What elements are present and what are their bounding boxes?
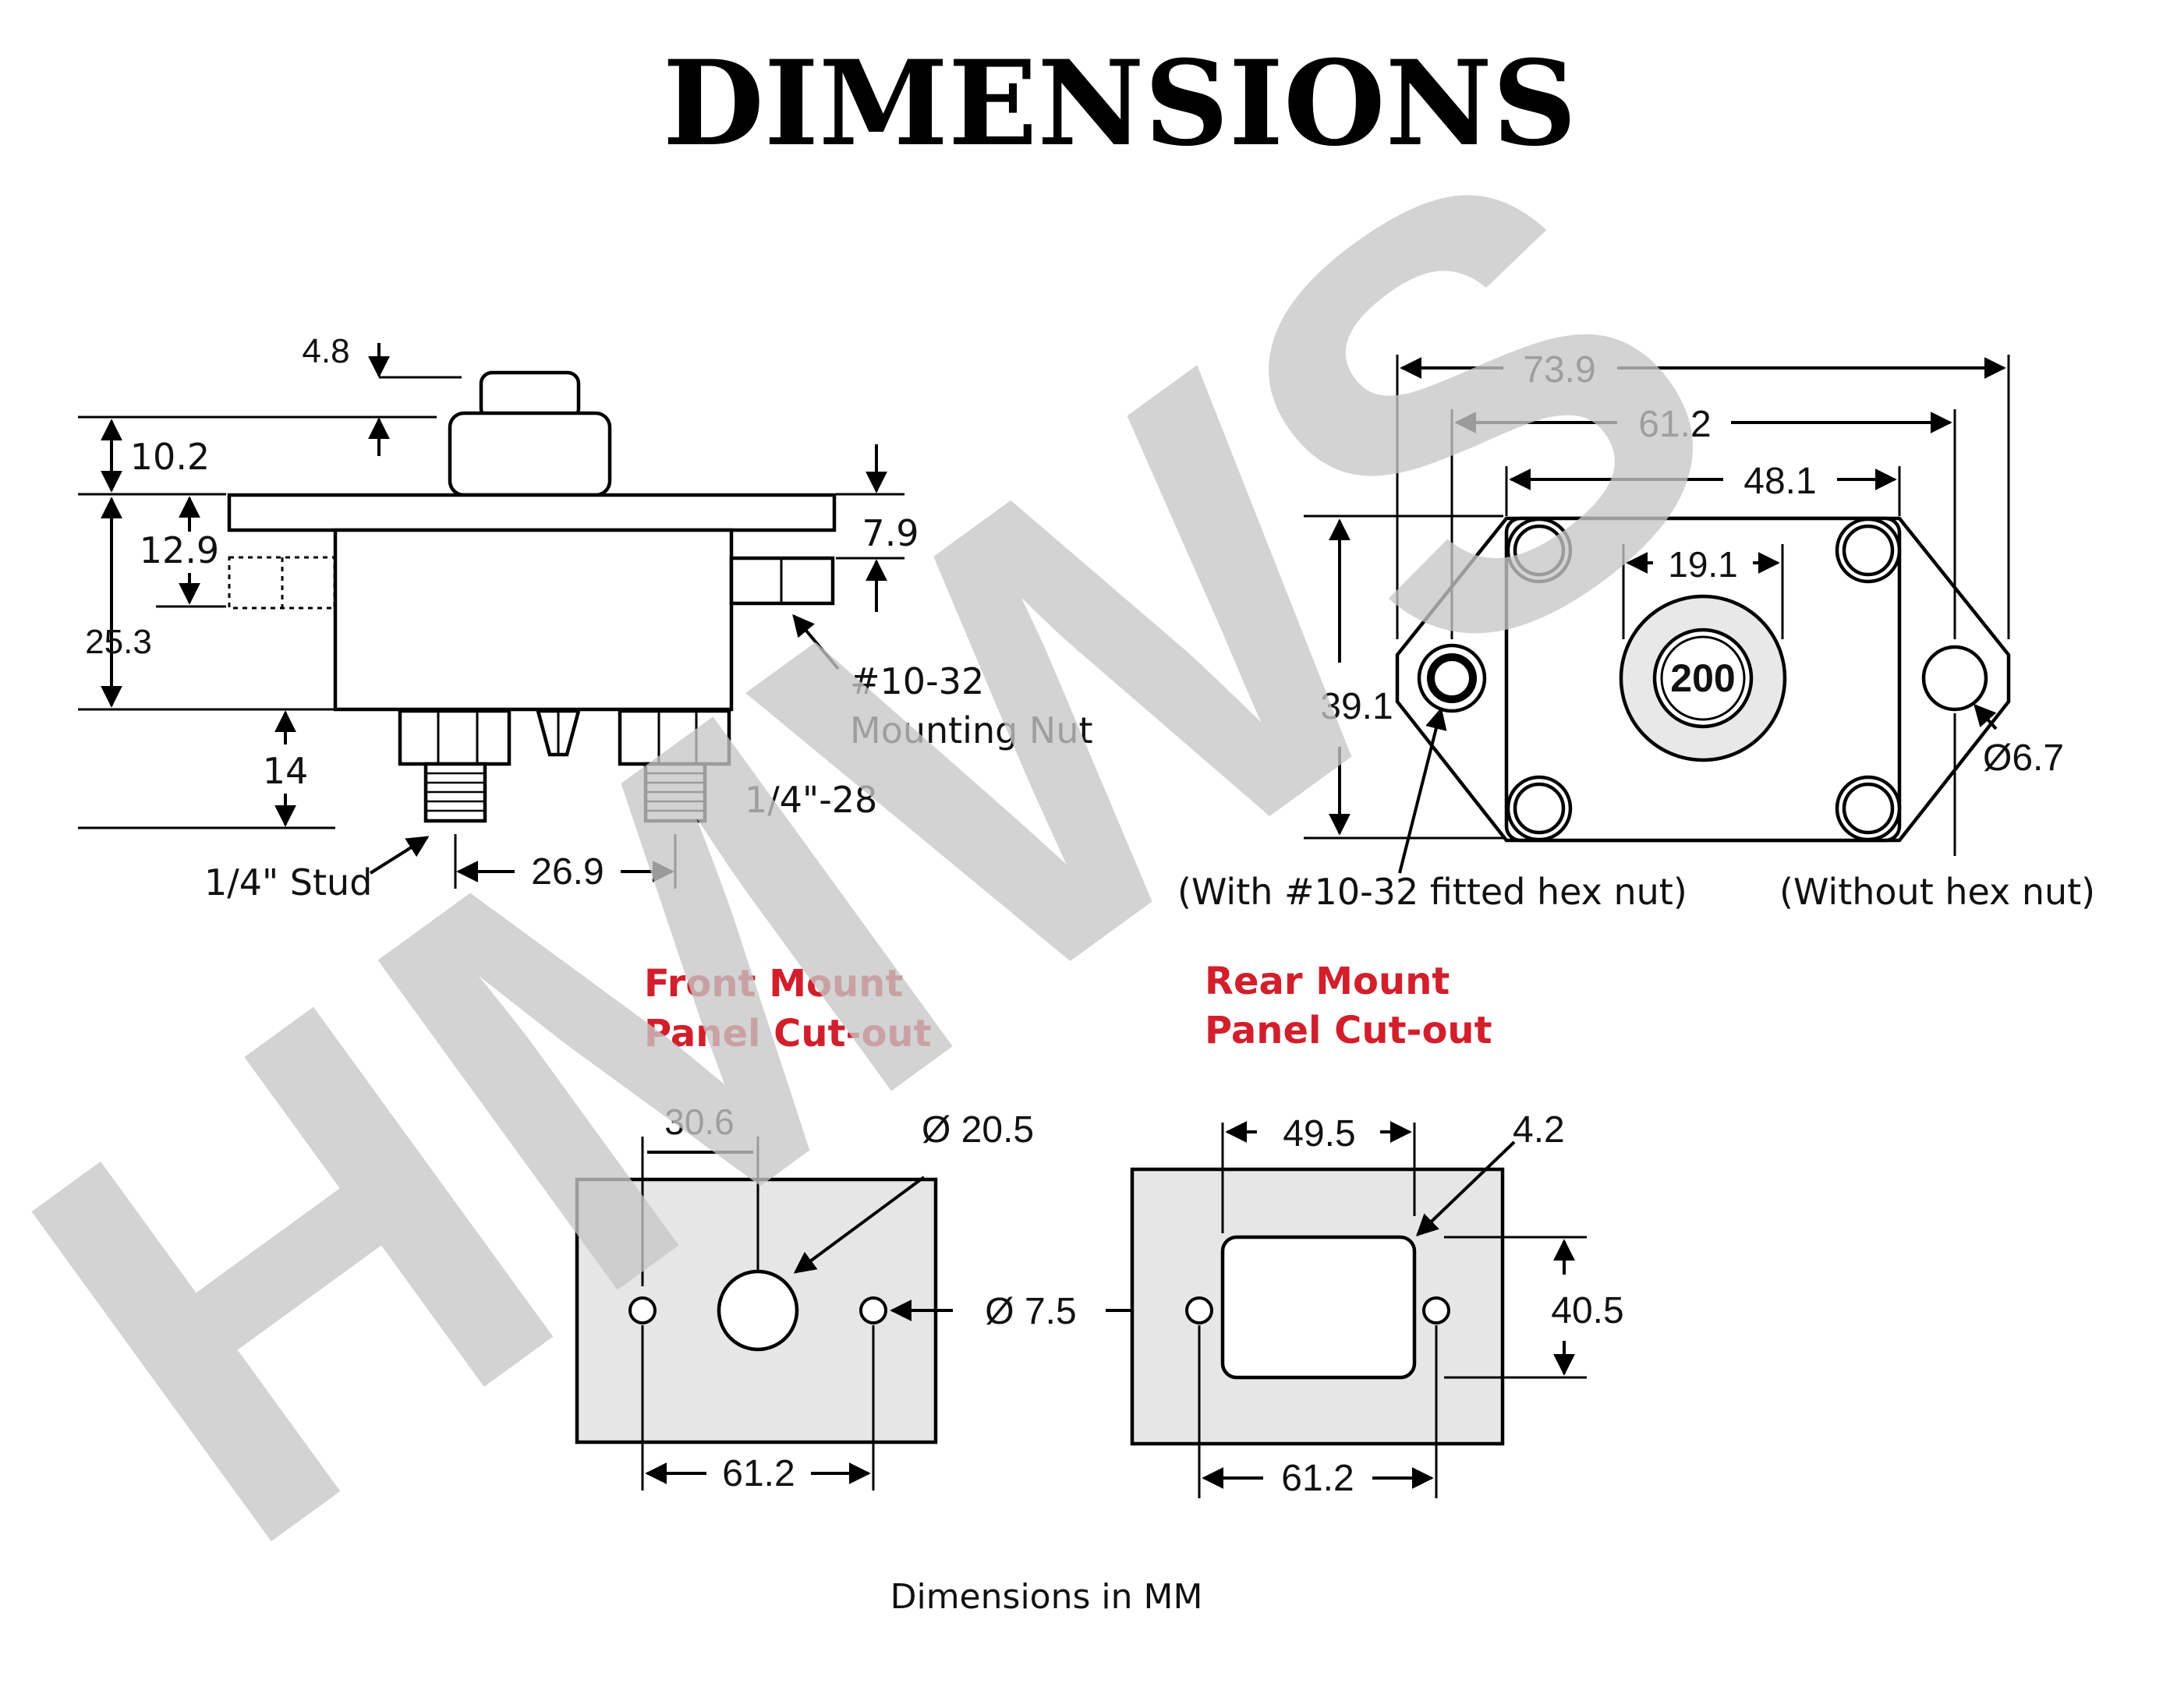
front-mount-hole-left — [628, 1296, 657, 1324]
dim-radius: 4.2 — [1513, 1109, 1565, 1151]
breaker-body — [333, 528, 734, 712]
stud-leader — [369, 836, 430, 875]
front-center-hole — [717, 1269, 799, 1352]
dim-front-61.2: 61.2 — [722, 1453, 795, 1494]
front-mount-label-1: Front Mount — [644, 962, 903, 1006]
front-mount-cutout: Front Mount Panel Cut-out 30.6 Ø 20.5 Ø … — [575, 962, 1166, 1494]
stud-threads — [426, 772, 705, 812]
corner-boss-tr-inner — [1842, 524, 1895, 577]
dim-25.3: 25.3 — [85, 623, 152, 661]
units-note: Dimensions in MM — [890, 1577, 1203, 1617]
dim-14: 14 — [263, 750, 309, 792]
terminal-nut-right — [618, 709, 731, 766]
dim-12.9: 12.9 — [140, 529, 219, 571]
side-view: 4.8 10.2 12.9 25.3 7.9 #10-32 Mounting N… — [78, 332, 1093, 904]
top-view: 200 73.9 61.2 48.1 19.1 39.1 Ø6.7 — [1177, 349, 2095, 913]
corner-boss-bl-inner — [1513, 782, 1566, 835]
rear-mount-label-1: Rear Mount — [1205, 960, 1450, 1003]
rear-mount-label-2: Panel Cut-out — [1205, 1009, 1492, 1052]
stud-label: 1/4" Stud — [204, 861, 372, 904]
corner-boss-br-inner — [1842, 782, 1895, 835]
mounting-nut-label-2: Mounting Nut — [850, 709, 1093, 751]
breaker-button-base — [448, 411, 612, 497]
dim-48.1: 48.1 — [1743, 461, 1816, 502]
dim-rear-61.2: 61.2 — [1281, 1458, 1354, 1499]
rear-mount-cutout: Rear Mount Panel Cut-out 49.5 4.2 40.5 6… — [1130, 960, 1624, 1499]
note-with-nut-leader — [1398, 707, 1447, 874]
thread-label: 1/4"-28 — [745, 779, 877, 821]
front-mount-label-2: Panel Cut-out — [644, 1012, 932, 1056]
mount-hole-left-ring — [1427, 653, 1477, 703]
dim-4.8: 4.8 — [302, 332, 349, 370]
dim-40.5: 40.5 — [1551, 1290, 1623, 1331]
dim-26.9: 26.9 — [531, 851, 604, 893]
hidden-nut-outline — [228, 556, 336, 610]
page-title: DIMENSIONS — [663, 35, 1577, 172]
mount-hole-right — [1921, 645, 1988, 712]
dim-hole-leader — [1974, 703, 1998, 730]
rear-cutout — [1220, 1235, 1417, 1380]
dim-center-hole: Ø 20.5 — [922, 1109, 1034, 1151]
rear-mount-hole-left — [1185, 1296, 1213, 1324]
dim-30.6: 30.6 — [664, 1102, 735, 1142]
center-knob-inner — [1660, 635, 1746, 721]
corner-boss-tl-inner — [1513, 524, 1566, 577]
dim-7.9: 7.9 — [862, 512, 919, 554]
dim-radius-leader — [1415, 1140, 1516, 1236]
dim-mount-holes: Ø 7.5 — [985, 1291, 1076, 1332]
mounting-nut-leader — [792, 614, 840, 670]
terminal-nut-left — [398, 709, 512, 766]
dim-center-hole-leader — [793, 1176, 926, 1274]
note-with-nut: (With #10-32 fitted hex nut) — [1177, 871, 1687, 913]
dim-10.2: 10.2 — [130, 436, 210, 478]
dim-hole: Ø6.7 — [1983, 737, 2064, 779]
mounting-flange — [227, 493, 837, 532]
dim-39.1: 39.1 — [1320, 686, 1393, 727]
front-mount-hole-right — [859, 1296, 887, 1324]
rating-label: 200 — [1670, 656, 1735, 700]
dim-19.1: 19.1 — [1668, 544, 1738, 585]
dim-61.2-top: 61.2 — [1638, 404, 1711, 445]
note-without-nut: (Without hex nut) — [1779, 871, 2095, 913]
mounting-nut-label-1: #10-32 — [850, 660, 984, 702]
dim-49.5: 49.5 — [1283, 1113, 1355, 1155]
dim-73.9: 73.9 — [1523, 349, 1595, 391]
rear-mount-hole-right — [1422, 1296, 1450, 1324]
